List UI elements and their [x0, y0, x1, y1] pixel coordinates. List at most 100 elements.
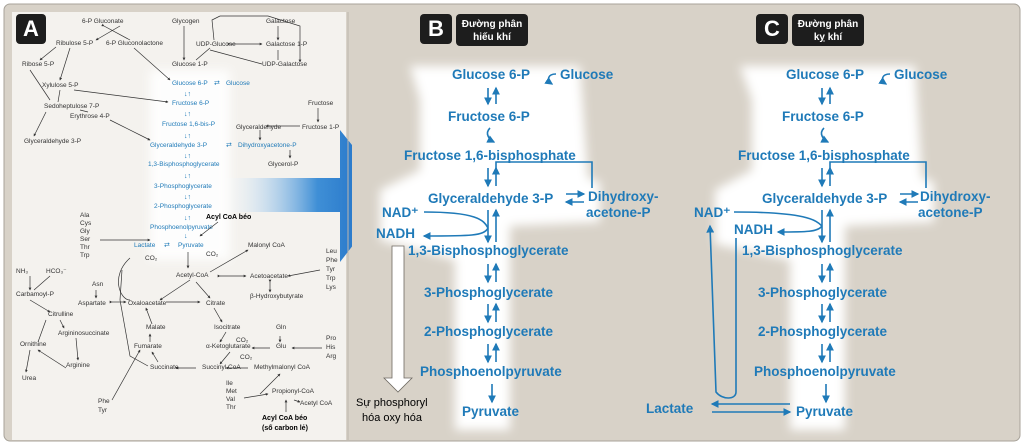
node-propionyl-a: Propionyl-CoA [272, 388, 315, 395]
node-glucose-1p: Glucose 1-P [172, 61, 208, 68]
svg-text:Thr: Thr [80, 244, 91, 251]
node-acetyl-coa-a: Acetyl-CoA [176, 272, 209, 279]
node-acetyl-coa2-a: Acetyl CoA [300, 400, 333, 407]
svg-text:Cys: Cys [80, 220, 92, 227]
panel-b-title-line1: Đường phân [462, 19, 522, 30]
aa-group-1: Ala Cys Gly Ser Thr Trp [80, 212, 92, 259]
node-glucose-6p-a: Glucose 6-P [172, 80, 208, 87]
node-galactose: Galactose [266, 18, 296, 25]
node-glu-a: Glu [276, 343, 287, 350]
svg-text:Arg: Arg [326, 353, 337, 360]
panel-c-title-line2: kỵ khí [814, 32, 844, 43]
b-oxphos-arrow [383, 245, 413, 393]
node-co2-b: CO₂ [206, 251, 219, 258]
node-akg-a: α-Ketoglutarate [206, 343, 251, 350]
c-nadh: NADH [734, 222, 773, 237]
panel-a-badge: A [16, 14, 46, 44]
node-6p-gluconate: 6-P Gluconate [82, 18, 124, 25]
node-gap-a: Glyceraldehyde 3-P [150, 142, 207, 149]
transition-arrow [226, 130, 392, 262]
svg-text:Trp: Trp [80, 252, 90, 259]
svg-text:↓↑: ↓↑ [184, 173, 191, 180]
node-erythrose-4p: Erythrose 4-P [70, 113, 110, 120]
node-isocitrate-a: Isocitrate [214, 324, 241, 331]
node-carbamoyl-a: Carbamoyl-P [16, 291, 54, 298]
svg-text:↓↑: ↓↑ [184, 194, 191, 201]
c-bpg: 1,3-Bisphosphoglycerate [742, 243, 903, 258]
c-glucose: Glucose [894, 67, 948, 82]
c-pep: Phosphoenolpyruvate [754, 364, 896, 379]
node-lactate-a: Lactate [134, 242, 156, 249]
node-asn-a: Asn [92, 281, 104, 288]
b-bpg: 1,3-Bisphosphoglycerate [408, 243, 569, 258]
node-fructose-1p-a: Fructose 1-P [302, 124, 339, 131]
c-fructose-16bp: Fructose 1,6-bisphosphate [738, 148, 910, 163]
node-acetoacetate-a: Acetoacetate [250, 273, 288, 280]
node-udp-glucose: UDP-Glucose [196, 41, 236, 48]
node-fructose-6p-a: Fructose 6-P [172, 100, 209, 107]
node-pyruvate-a: Pyruvate [178, 242, 204, 249]
svg-text:Phe: Phe [98, 398, 110, 405]
c-nad: NAD⁺ [694, 205, 730, 220]
node-ribulose-5p: Ribulose 5-P [56, 40, 93, 47]
node-succinate-a: Succinate [150, 364, 179, 371]
node-acyl-coa-a: Acyl CoA béo [206, 214, 251, 221]
node-methylmalonyl-a: Methylmalonyl CoA [254, 364, 311, 371]
c-dhap-2: acetone-P [918, 205, 983, 220]
node-pep-a: Phosphoenolpyruvate [150, 224, 213, 231]
node-oxaloacetate-a: Oxaloacetate [128, 300, 167, 307]
node-glycerol-p-a: Glycerol-P [268, 161, 298, 168]
node-hco3-a: HCO₃⁻ [46, 268, 67, 275]
node-fructose-16bp-a: Fructose 1,6-bis-P [162, 121, 215, 128]
node-udp-galactose: UDP-Galactose [262, 61, 308, 68]
svg-text:↓↑: ↓↑ [184, 111, 191, 118]
b-dhap-2: acetone-P [586, 205, 651, 220]
panel-c-badge: C Đường phân kỵ khí [756, 14, 864, 46]
node-aspartate-a: Aspartate [78, 300, 106, 307]
node-glyceraldehyde-a: Glyceraldehyde [236, 124, 282, 131]
b-side-label-line1: Sự phosphoryl [356, 397, 428, 409]
svg-text:Pro: Pro [326, 335, 337, 342]
node-succinyl-coa-a: Succinyl CoA [202, 364, 241, 371]
node-glyceraldehyde-3p-left: Glyceraldehyde 3-P [24, 138, 81, 145]
c-2pg: 2-Phosphoglycerate [758, 324, 888, 339]
svg-text:Leu: Leu [326, 248, 337, 255]
node-urea-a: Urea [22, 375, 36, 382]
svg-text:↓↑: ↓↑ [184, 215, 191, 222]
panel-a-chain-arrows: ↓↑↓↑ ↓↑↓↑ ↓↑↓↑ ↓↑↓ ⇄⇄⇄ [164, 80, 232, 249]
panel-b-badge: B Đường phân hiếu khí [420, 14, 528, 46]
aa-group-5: Phe Tyr [98, 398, 110, 414]
aa-group-2: Leu Phe Tyr Trp Lys [326, 248, 338, 291]
b-nad: NAD⁺ [382, 205, 418, 220]
aa-group-4: Ile Met Val Thr [226, 380, 237, 411]
panel-c-title-line1: Đường phân [798, 19, 858, 30]
panel-b-title-line2: hiếu khí [473, 31, 512, 43]
b-dhap-1: Dihydroxy- [588, 189, 659, 204]
node-6p-gluconolactone: 6-P Gluconolactone [106, 40, 163, 47]
svg-text:⇄: ⇄ [164, 242, 170, 249]
svg-text:⇄: ⇄ [226, 142, 232, 149]
c-dhap-1: Dihydroxy- [920, 189, 991, 204]
b-2pg: 2-Phosphoglycerate [424, 324, 554, 339]
node-citrate-a: Citrate [206, 300, 226, 307]
node-2pg-a: 2-Phosphoglycerate [154, 203, 212, 210]
node-nh3-a: NH₃ [16, 268, 28, 275]
node-dhap-a: Dihydroxyacetone-P [238, 142, 297, 149]
node-glycogen: Glycogen [172, 18, 200, 25]
c-gap: Glyceraldehyde 3-P [762, 191, 887, 206]
node-fructose-a: Fructose [308, 100, 334, 107]
svg-text:Phe: Phe [326, 257, 338, 264]
c-pyruvate: Pyruvate [796, 404, 854, 419]
node-ornithine-a: Ornithine [20, 341, 47, 348]
panel-c-arrows [706, 73, 927, 416]
node-co2-d: CO₂ [240, 354, 253, 361]
panel-b-letter: B [428, 16, 444, 41]
svg-text:↓: ↓ [184, 233, 188, 240]
svg-text:Tyr: Tyr [98, 407, 108, 414]
svg-text:Thr: Thr [226, 404, 237, 411]
panel-b: B Đường phân hiếu khí Glucose 6-P Glucos… [352, 12, 682, 440]
svg-text:Lys: Lys [326, 284, 337, 291]
c-lactate: Lactate [646, 401, 694, 416]
b-glucose: Glucose [560, 67, 614, 82]
